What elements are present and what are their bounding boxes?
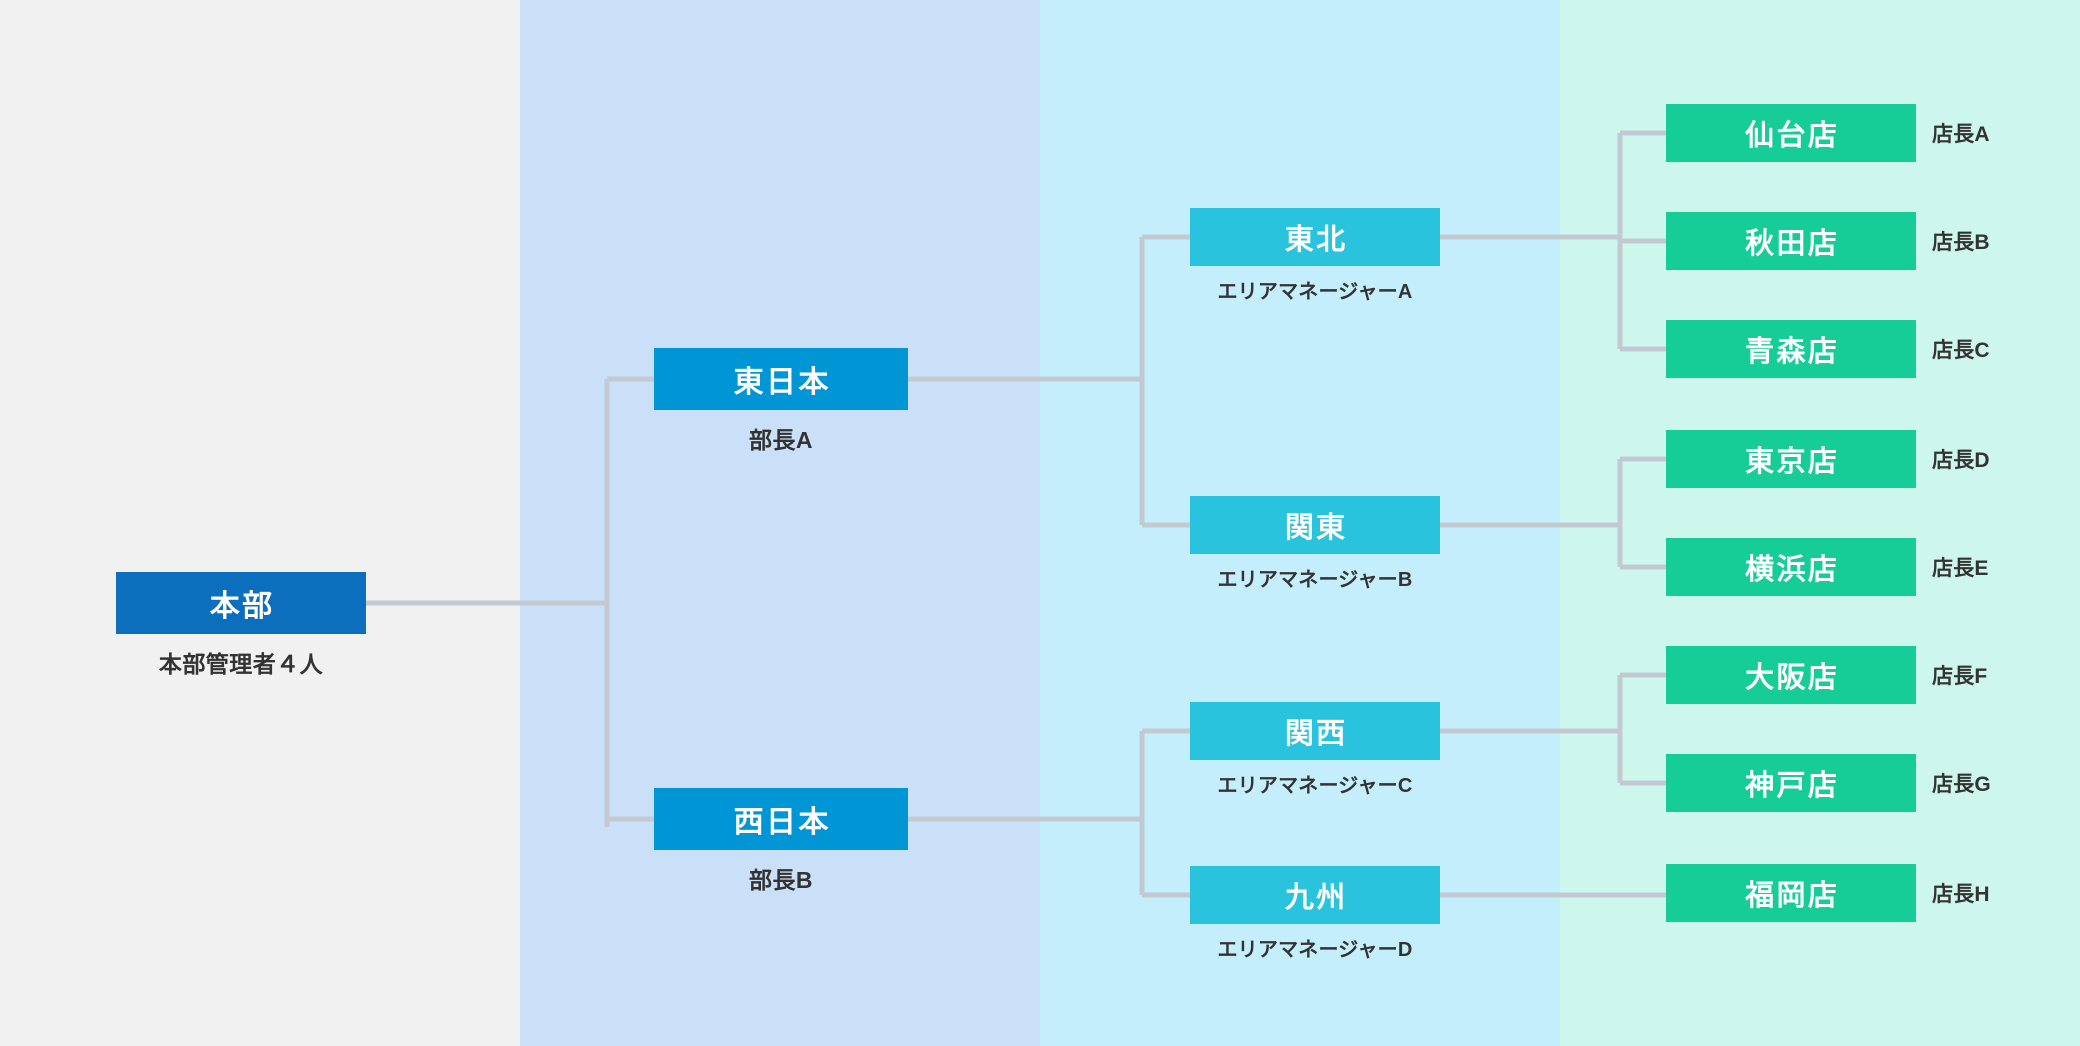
store-kobe-caption: 店長G <box>1932 773 1991 796</box>
headquarters-box[interactable]: 本部 <box>116 572 366 634</box>
node-area-kansai[interactable]: 関西 エリアマネージャーC <box>1190 702 1440 798</box>
area-tohoku-box[interactable]: 東北 <box>1190 208 1440 266</box>
node-area-tohoku[interactable]: 東北 エリアマネージャーA <box>1190 208 1440 304</box>
store-osaka-box[interactable]: 大阪店 <box>1666 646 1916 704</box>
node-area-kyushu[interactable]: 九州 エリアマネージャーD <box>1190 866 1440 962</box>
node-store-sendai[interactable]: 仙台店 店長A <box>1666 104 1990 162</box>
area-tohoku-caption: エリアマネージャーA <box>1217 281 1413 303</box>
store-tokyo-caption: 店長D <box>1932 449 1990 472</box>
node-store-yokohama[interactable]: 横浜店 店長E <box>1666 538 1989 596</box>
store-yokohama-box[interactable]: 横浜店 <box>1666 538 1916 596</box>
store-sendai-box[interactable]: 仙台店 <box>1666 104 1916 162</box>
store-tokyo-box[interactable]: 東京店 <box>1666 430 1916 488</box>
node-store-aomori[interactable]: 青森店 店長C <box>1666 320 1990 378</box>
node-division-east[interactable]: 東日本 部長A <box>654 348 908 455</box>
store-osaka-caption: 店長F <box>1932 665 1988 688</box>
store-aomori-box[interactable]: 青森店 <box>1666 320 1916 378</box>
node-store-akita[interactable]: 秋田店 店長B <box>1666 212 1990 270</box>
node-area-kanto[interactable]: 関東 エリアマネージャーB <box>1190 496 1440 592</box>
area-kyushu-caption: エリアマネージャーD <box>1217 939 1413 961</box>
store-fukuoka-box[interactable]: 福岡店 <box>1666 864 1916 922</box>
store-akita-caption: 店長B <box>1932 231 1990 254</box>
division-east-box[interactable]: 東日本 <box>654 348 908 410</box>
area-kansai-box[interactable]: 関西 <box>1190 702 1440 760</box>
node-headquarters[interactable]: 本部 本部管理者４人 <box>116 572 366 679</box>
band-headquarters <box>0 0 520 1046</box>
node-store-osaka[interactable]: 大阪店 店長F <box>1666 646 1987 704</box>
store-fukuoka-caption: 店長H <box>1932 883 1990 906</box>
area-kansai-caption: エリアマネージャーC <box>1217 775 1413 797</box>
store-aomori-caption: 店長C <box>1932 339 1990 362</box>
division-west-box[interactable]: 西日本 <box>654 788 908 850</box>
area-kyushu-box[interactable]: 九州 <box>1190 866 1440 924</box>
node-store-kobe[interactable]: 神戸店 店長G <box>1666 754 1991 812</box>
store-akita-box[interactable]: 秋田店 <box>1666 212 1916 270</box>
store-yokohama-caption: 店長E <box>1932 557 1989 580</box>
division-east-caption: 部長A <box>749 427 813 453</box>
store-sendai-caption: 店長A <box>1932 123 1990 146</box>
headquarters-caption: 本部管理者４人 <box>158 651 324 677</box>
node-store-fukuoka[interactable]: 福岡店 店長H <box>1666 864 1990 922</box>
store-kobe-box[interactable]: 神戸店 <box>1666 754 1916 812</box>
node-division-west[interactable]: 西日本 部長B <box>654 788 908 895</box>
area-kanto-caption: エリアマネージャーB <box>1217 569 1413 591</box>
division-west-caption: 部長B <box>749 867 813 893</box>
node-store-tokyo[interactable]: 東京店 店長D <box>1666 430 1990 488</box>
area-kanto-box[interactable]: 関東 <box>1190 496 1440 554</box>
